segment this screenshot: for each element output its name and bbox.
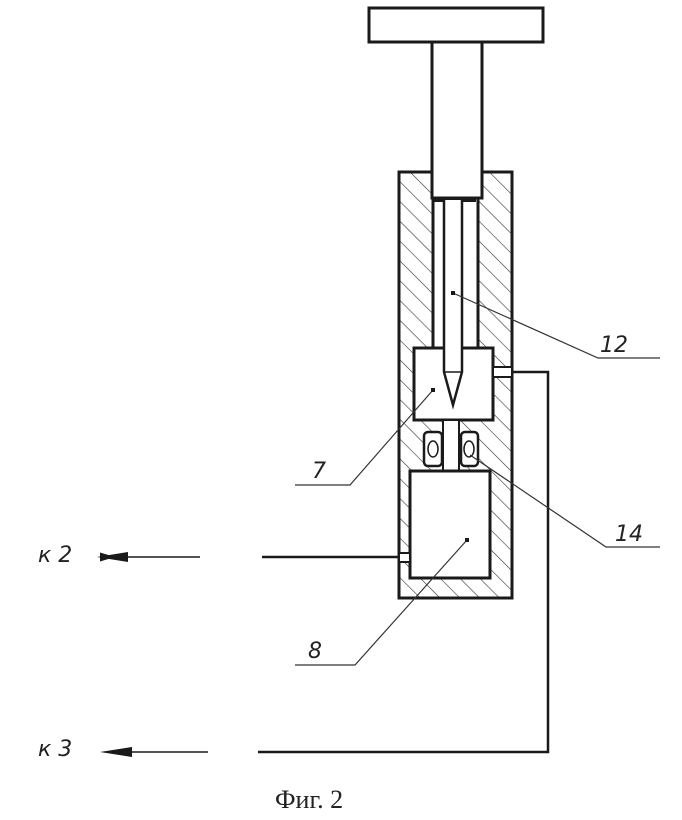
- callout-7: 7: [312, 459, 326, 484]
- plunger-rod: [432, 42, 482, 198]
- callout-14: 14: [615, 522, 643, 547]
- right-port: [493, 367, 512, 377]
- output-label-3: к 3: [38, 737, 72, 762]
- needle-12: [444, 200, 462, 405]
- figure-caption: Фиг. 2: [275, 785, 343, 814]
- left-port: [399, 553, 410, 562]
- callout-12: 12: [600, 333, 628, 358]
- top-plate: [369, 8, 543, 42]
- channel: [443, 420, 459, 472]
- chamber-8: [410, 471, 490, 578]
- output-label-2: к 2: [38, 543, 72, 568]
- callout-8: 8: [308, 639, 322, 664]
